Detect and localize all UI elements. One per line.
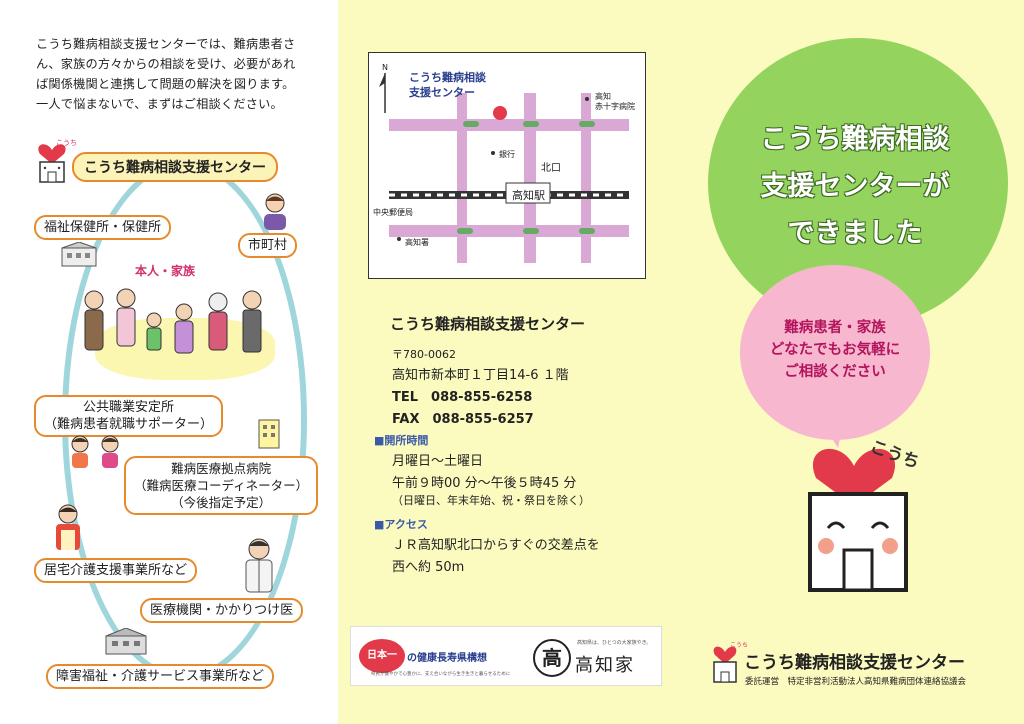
info-hours: 午前９時00 分～午後５時45 分 [392, 476, 577, 491]
center-label: こうち難病相談支援センター [72, 152, 278, 182]
subtitle-line-2: どなたでもお気軽に [769, 342, 901, 358]
map-roads [379, 73, 629, 263]
map-center-label-2: 支援センター [409, 86, 475, 99]
map-north-exit: 北口 [541, 163, 561, 174]
footer-center-name: こうち難病相談支援センター [744, 653, 965, 673]
map-police: 高知署 [405, 238, 429, 247]
footer-operator: 委託運営 特定非営利活動法人高知県難病団体連絡協議会 [745, 677, 967, 687]
map-post: 中央郵便局 [373, 208, 413, 217]
bubble-tail [820, 420, 844, 448]
family-illustration-icon [84, 288, 262, 354]
info-address: 高知市新本町１丁目14-6 １階 [392, 368, 569, 383]
building-icon [61, 242, 97, 267]
kochike-subtext: 高知県は、ひとつの大家族やき。 [577, 640, 652, 646]
subtitle-line-1: 難病患者・家族 [784, 320, 886, 336]
kenko-subtext: 県民が健やかで心豊かに、支え合いながら生き生きと暮らせるために [371, 672, 511, 677]
info-closed: （日曜日、年末年始、祝・祭日を除く） [392, 494, 590, 507]
logo-kochi: こうち [56, 139, 77, 147]
kochike-mark: 高 [533, 639, 571, 677]
left-panel: こうち難病相談支援センターでは、難病患者さ ん、家族の方々からの相談を受け、必要… [0, 0, 338, 724]
headline-line-3: できました [787, 218, 923, 249]
map-north: N [382, 63, 388, 72]
footer-kochi: こうち [730, 642, 749, 649]
doctor-icon [245, 538, 273, 593]
info-fax: FAX 088-855-6257 [392, 412, 534, 427]
family-label: 本人・家族 [135, 264, 196, 278]
map-center-label-1: こうち難病相談 [409, 71, 486, 84]
logo-strip: 日本一 の健康長寿県構想 県民が健やかで心豊かに、支え合いながら生き生きと暮らせ… [350, 626, 662, 686]
node-hospital: 難病医療拠点病院 （難病医療コーディネーター） （今後指定予定） [124, 456, 319, 515]
facility-icon [105, 628, 147, 655]
node-care: 居宅介護支援事業所など [34, 558, 198, 583]
node-welfare: 福祉保健所・保健所 [34, 215, 172, 240]
center-logo-icon [38, 144, 66, 183]
info-days: 月曜日～土曜日 [392, 454, 484, 469]
node-employment: 公共職業安定所 （難病患者就職サポーター） [34, 395, 224, 437]
intro-text: こうち難病相談支援センターでは、難病患者さ ん、家族の方々からの相談を受け、必要… [36, 37, 296, 111]
map-station: 高知駅 [512, 189, 545, 202]
access-map: N こうち難病相談 支援センター 高知 赤十字病院 銀行 北口 高知駅 中央郵便… [368, 52, 646, 279]
office-building-icon [258, 419, 280, 449]
info-tel: TEL 088-855-6258 [392, 390, 533, 405]
kenko-logo-text: の健康長寿県構想 [407, 653, 487, 664]
info-zip: 〒780-0062 [392, 348, 456, 361]
job-supporters-icon [71, 435, 119, 468]
map-hospital-2: 赤十字病院 [595, 102, 635, 111]
info-title: こうち難病相談支援センター [390, 315, 586, 333]
city-staff-icon [264, 193, 286, 230]
footer-logo-icon [713, 646, 737, 683]
access-line-1: ＪＲ高知駅北口からすぐの交差点を [392, 538, 600, 553]
kochike-logo: 高知家 [575, 655, 635, 676]
node-medical: 医療機関・かかりつけ医 [140, 598, 304, 623]
node-disability: 障害福祉・介護サービス事業所など [46, 664, 275, 689]
headline-line-2: 支援センターが [760, 171, 950, 202]
hours-heading: ■開所時間 [374, 434, 429, 447]
map-hospital-1: 高知 [595, 92, 611, 101]
map-bank: 銀行 [499, 150, 515, 159]
access-heading: ■アクセス [374, 518, 428, 531]
headline-line-1: こうち難病相談 [760, 124, 950, 155]
access-line-2: 西へ約 50m [392, 560, 465, 575]
node-city: 市町村 [238, 233, 298, 258]
subtitle-line-3: ご相談ください [784, 364, 886, 380]
subtitle-bubble [740, 265, 930, 440]
mascot-icon [808, 448, 908, 592]
nippon-ichi-logo: 日本一 [359, 639, 405, 673]
caregiver-icon [56, 504, 80, 550]
